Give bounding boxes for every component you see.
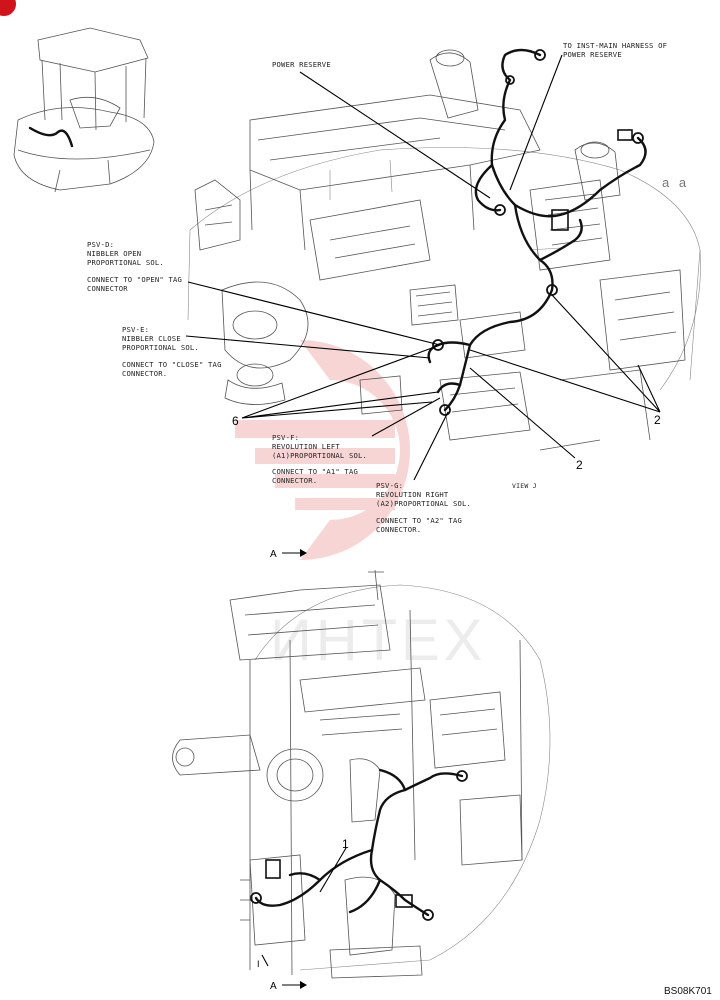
callout-psv-g: PSV-G: REVOLUTION RIGHT (A2)PROPORTIONAL… bbox=[376, 481, 471, 534]
view-letter-i: I bbox=[257, 959, 260, 969]
callout-inst-main: TO INST-MAIN HARNESS OF POWER RESERVE bbox=[563, 41, 667, 59]
psv-d-desc2: PROPORTIONAL SOL. bbox=[87, 258, 164, 267]
psv-g-desc2: (A2)PROPORTIONAL SOL. bbox=[376, 499, 471, 508]
psv-e-connect1: CONNECT TO "CLOSE" TAG bbox=[122, 360, 222, 369]
psv-d-title: PSV-D: bbox=[87, 240, 114, 249]
psv-g-desc1: REVOLUTION RIGHT bbox=[376, 490, 449, 499]
psv-f-title: PSV-F: bbox=[272, 433, 299, 442]
psv-g-title: PSV-G: bbox=[376, 481, 403, 490]
item-number-6: 6 bbox=[232, 414, 239, 428]
watermark-logo bbox=[235, 340, 410, 560]
drawing-code: BS08K701 bbox=[664, 986, 712, 997]
view-arrow-a-bottom bbox=[261, 954, 307, 989]
leader-lines-top bbox=[185, 54, 661, 481]
psv-f-connect2: CONNECTOR. bbox=[272, 476, 317, 485]
item-number-2-right: 2 bbox=[654, 413, 661, 427]
view-j-label: VIEW J bbox=[512, 482, 537, 490]
harness-top-view bbox=[427, 48, 647, 416]
psv-g-connect1: CONNECT TO "A2" TAG bbox=[376, 516, 462, 525]
callout-psv-d: PSV-D: NIBBLER OPEN PROPORTIONAL SOL. CO… bbox=[87, 240, 182, 293]
view-arrow-a-top bbox=[282, 549, 307, 557]
upper-structure-outline bbox=[187, 49, 701, 451]
item-number-1: 1 bbox=[342, 837, 349, 851]
callout-psv-e: PSV-E: NIBBLER CLOSE PROPORTIONAL SOL. C… bbox=[122, 325, 222, 378]
psv-f-desc1: REVOLUTION LEFT bbox=[272, 442, 340, 451]
callout-inst-main-line2: POWER RESERVE bbox=[563, 50, 622, 59]
psv-e-desc1: NIBBLER CLOSE bbox=[122, 334, 181, 343]
psv-d-connect1: CONNECT TO "OPEN" TAG bbox=[87, 275, 182, 284]
watermark-text: ИНТЕХ bbox=[270, 608, 486, 673]
callout-power-reserve: POWER RESERVE bbox=[272, 60, 331, 69]
view-letter-a-bottom: A bbox=[270, 981, 277, 992]
psv-e-title: PSV-E: bbox=[122, 325, 149, 334]
psv-e-connect2: CONNECTOR. bbox=[122, 369, 167, 378]
item-number-2-lower: 2 bbox=[576, 458, 583, 472]
corner-marker bbox=[0, 0, 16, 16]
leader-line-item-1 bbox=[319, 847, 347, 893]
psv-f-connect1: CONNECT TO "A1" TAG bbox=[272, 467, 358, 476]
psv-f-desc2: (A1)PROPORTIONAL SOL. bbox=[272, 451, 367, 460]
psv-d-connect2: CONNECTOR bbox=[87, 284, 128, 293]
psv-d-desc1: NIBBLER OPEN bbox=[87, 249, 141, 258]
harness-bottom-view bbox=[250, 768, 468, 921]
callout-inst-main-line1: TO INST-MAIN HARNESS OF bbox=[563, 41, 667, 50]
callout-psv-f: PSV-F: REVOLUTION LEFT (A1)PROPORTIONAL … bbox=[272, 433, 367, 485]
bottom-view-outline bbox=[172, 569, 551, 979]
view-letter-a-top: A bbox=[270, 549, 277, 560]
psv-e-desc2: PROPORTIONAL SOL. bbox=[122, 343, 199, 352]
key-map-machine bbox=[13, 27, 155, 193]
psv-g-connect2: CONNECTOR. bbox=[376, 525, 421, 534]
view-label-aa: a a bbox=[662, 175, 689, 190]
